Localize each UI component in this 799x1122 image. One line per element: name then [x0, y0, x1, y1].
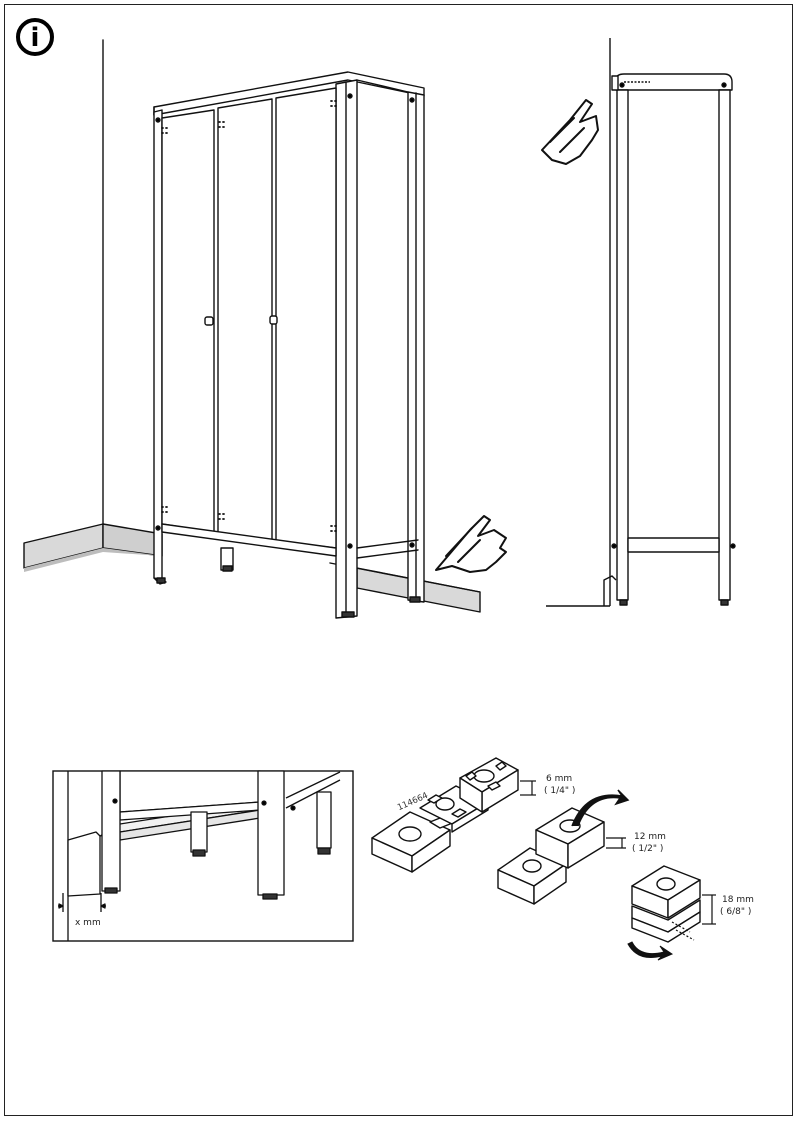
gap-dimension-label: x mm [75, 918, 101, 928]
spacer-12mm-inch-label: ( 1/2" ) [632, 844, 664, 854]
info-icon: i [16, 18, 54, 56]
spacer-18mm-label: 18 mm [722, 895, 754, 905]
svg-text:i: i [31, 23, 40, 53]
spacer-6mm-label: 6 mm [546, 774, 573, 784]
spacer-12mm-label: 12 mm [634, 832, 666, 842]
page-frame [4, 4, 793, 1116]
spacer-6mm-inch-label: ( 1/4" ) [544, 786, 576, 796]
spacer-18mm-inch-label: ( 6/8" ) [720, 907, 752, 917]
